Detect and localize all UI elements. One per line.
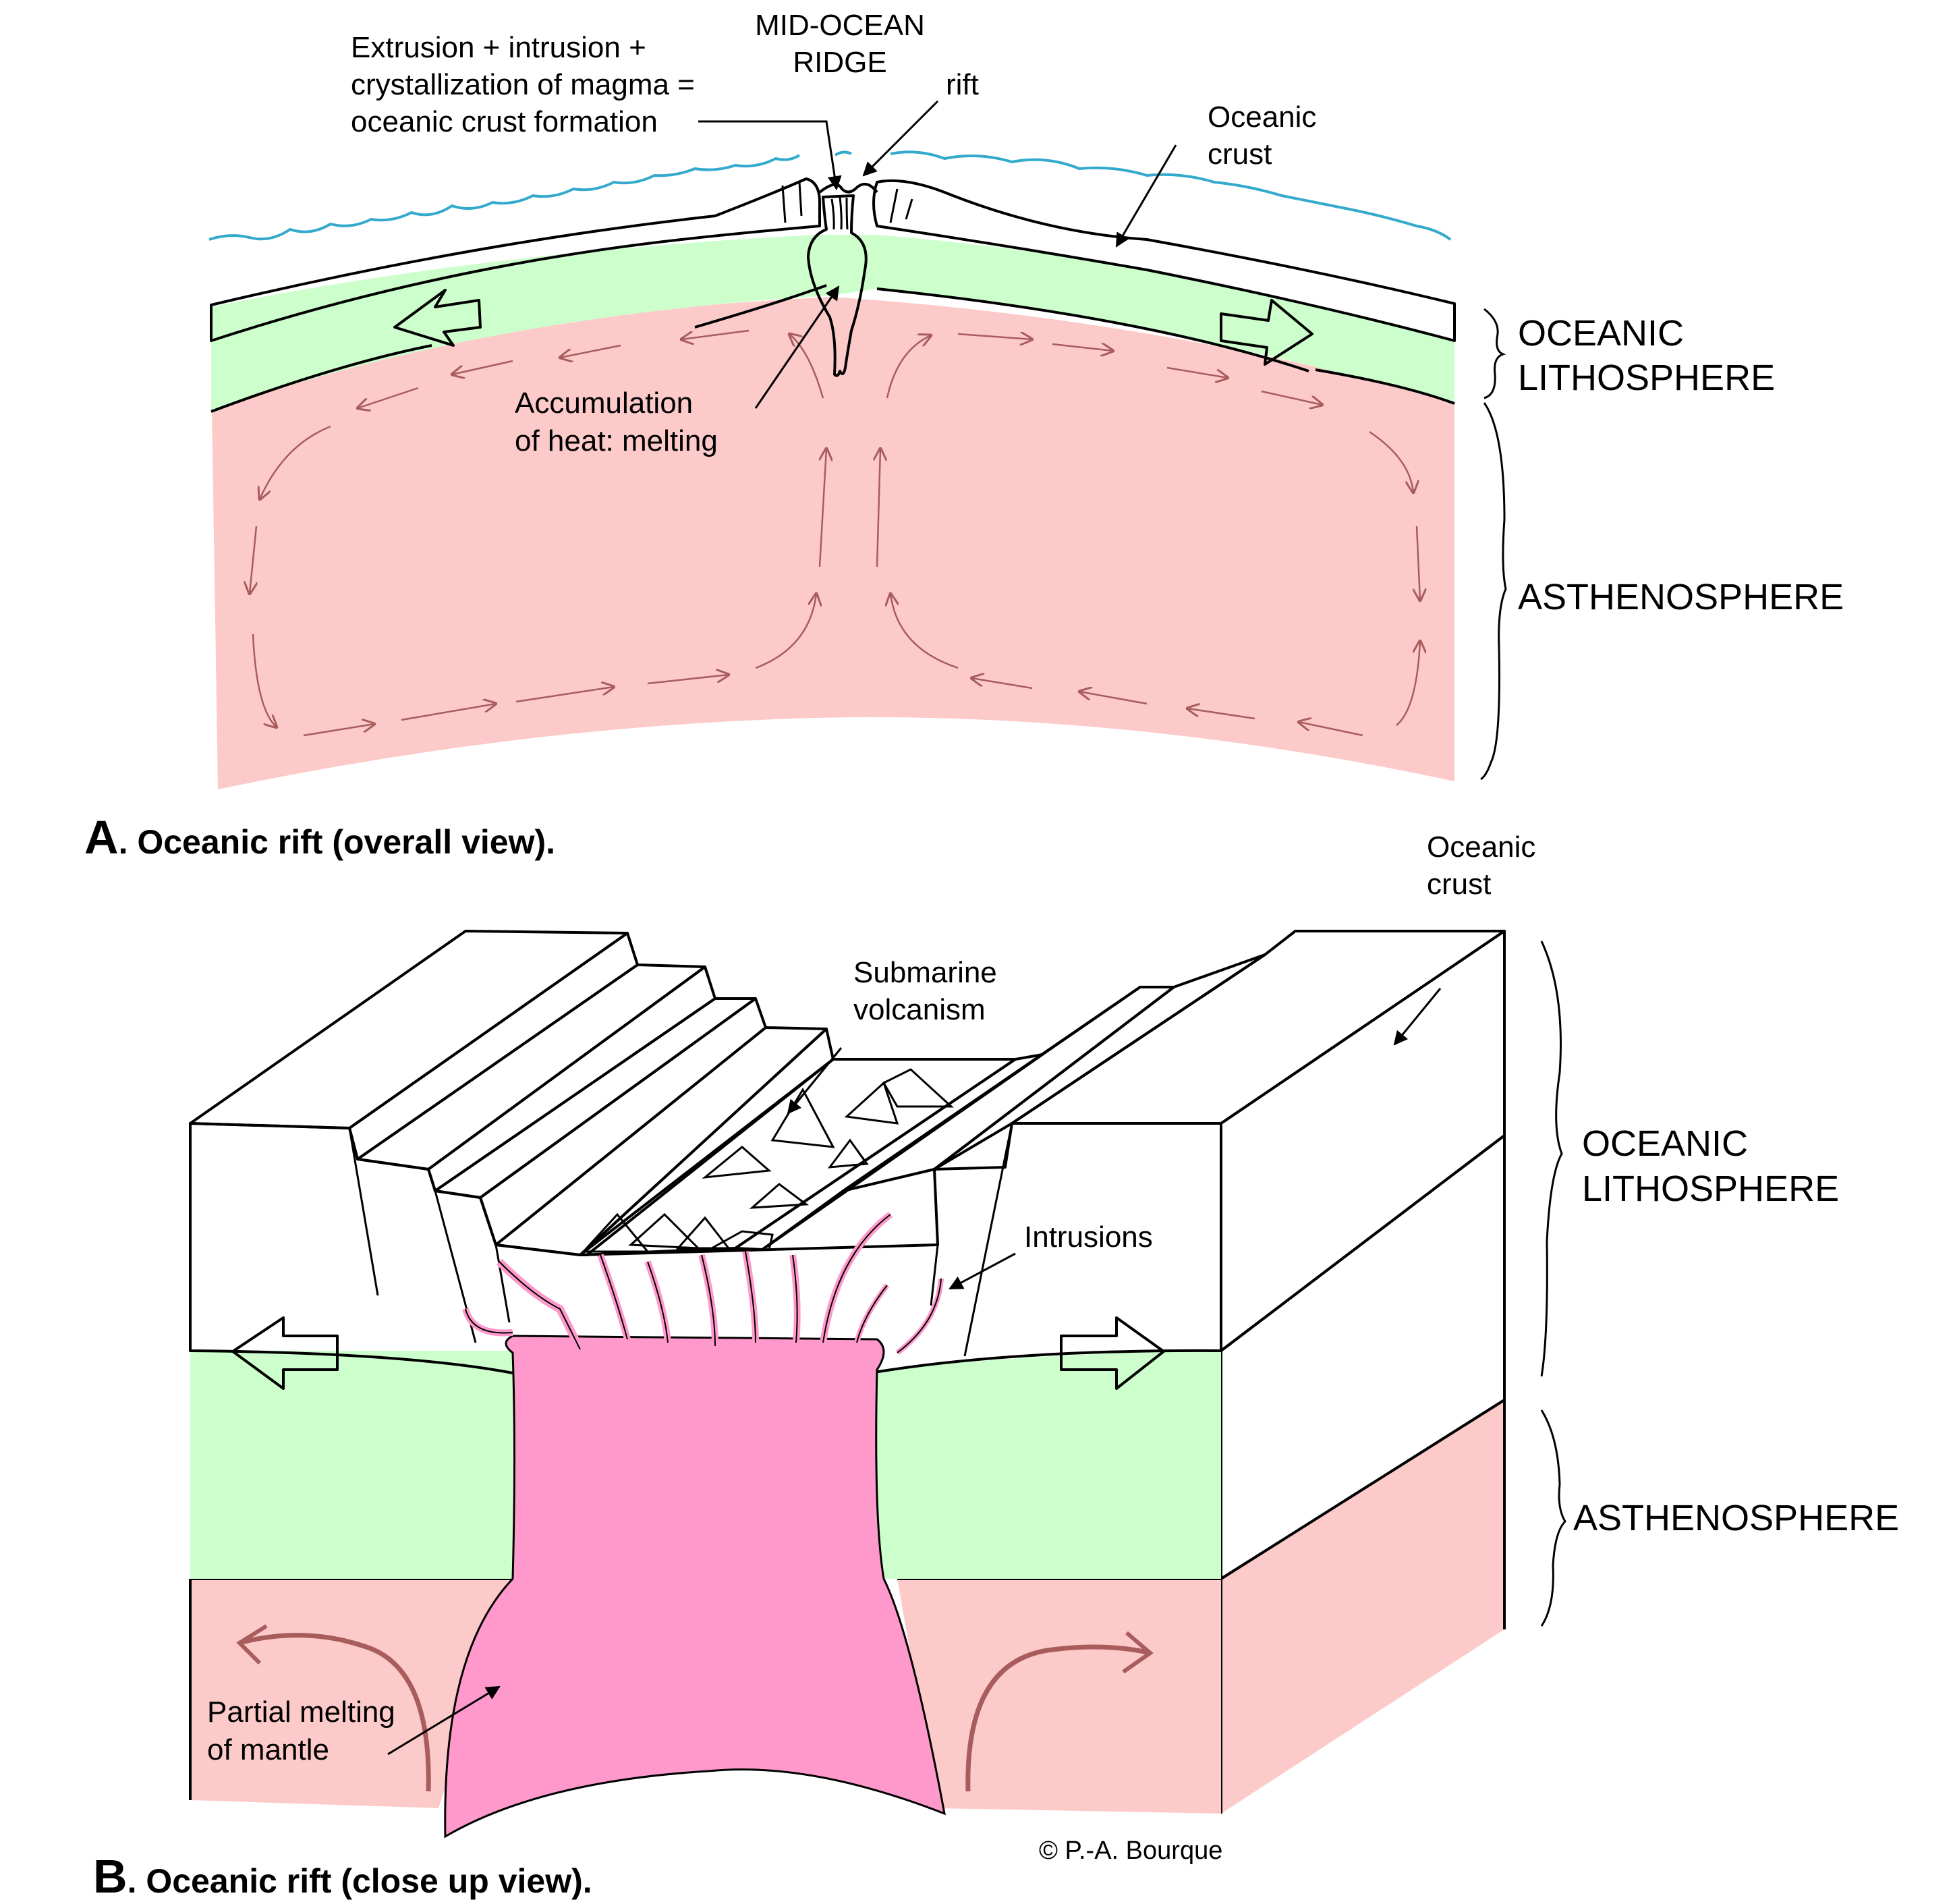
b-label-crust-1: Oceanic (1427, 831, 1535, 864)
a-label-crust-2: crust (1208, 138, 1272, 171)
a-label-lithosphere-1: OCEANIC (1518, 313, 1684, 354)
a-crust-right (872, 179, 1456, 342)
a-label-crust-1: Oceanic (1208, 101, 1316, 134)
a-label-extrusion-2: crystallization of magma = (351, 68, 695, 101)
b-flow-arrow-right (965, 1644, 1151, 1792)
a-asthenosphere-layer (211, 297, 1454, 789)
copyright: © P.-A. Bourque (1039, 1837, 1222, 1865)
a-label-rift: rift (946, 68, 979, 101)
a-magma-chamber (807, 194, 868, 377)
b-intrusions (462, 1212, 944, 1355)
b-label-asthenosphere: ASTHENOSPHERE (1573, 1498, 1899, 1538)
b-label-lithosphere-1: OCEANIC (1582, 1123, 1748, 1164)
b-side-face-astheno (1221, 1400, 1504, 1814)
a-label-extrusion-3: oceanic crust formation (351, 105, 658, 138)
b-label-intrusions: Intrusions (1024, 1221, 1153, 1254)
b-side-face-crust (1220, 930, 1506, 1352)
b-flow-arrow-left (239, 1633, 431, 1792)
a-crust-left (210, 177, 821, 342)
a-sea-surface (208, 150, 1452, 241)
a-lithosphere-brace (1483, 308, 1506, 399)
a-caption: A. Oceanic rift (overall view). (84, 811, 555, 864)
a-spreading-arrow-right (1220, 299, 1313, 366)
b-label-partial-1: Partial melting (207, 1696, 395, 1729)
b-label-partial-2: of mantle (207, 1733, 329, 1766)
b-label-crust-2: crust (1427, 868, 1491, 901)
part-b-close-up-view: Oceanic crust Submarine volcanism Intrus… (93, 831, 1899, 1903)
a-label-lithosphere-2: LITHOSPHERE (1518, 358, 1775, 398)
a-label-accum-2: of heat: melting (515, 424, 718, 457)
b-top-right-block (1011, 930, 1506, 1125)
b-asthenosphere-brace (1540, 1409, 1566, 1627)
b-label-lithosphere-2: LITHOSPHERE (1582, 1169, 1839, 1209)
a-label-accum-1: Accumulation (515, 387, 693, 420)
a-asthenosphere-brace (1480, 402, 1507, 781)
b-label-volcanism-2: volcanism (853, 993, 986, 1026)
b-front-mantle-left (190, 1351, 513, 1579)
part-a-overall-view: Extrusion + intrusion + crystallization … (84, 9, 1844, 864)
a-label-ridge-2: RIDGE (793, 46, 886, 79)
b-label-volcanism-1: Submarine (853, 956, 997, 989)
b-spreading-arrow-right (1060, 1316, 1165, 1390)
b-caption: B. Oceanic rift (close up view). (93, 1850, 592, 1903)
b-top-left-block (189, 930, 629, 1129)
b-submarine-volcanoes (581, 1068, 954, 1253)
a-lithospheric-mantle-layer (211, 235, 1454, 412)
a-convection-arrows (250, 329, 1420, 737)
b-front-astheno-right (897, 1579, 1221, 1814)
b-lithosphere-brace (1540, 941, 1563, 1377)
b-front-mantle-right (877, 1351, 1221, 1579)
a-spreading-arrow-left (393, 289, 482, 347)
a-label-extrusion-1: Extrusion + intrusion + (351, 31, 646, 64)
a-label-asthenosphere: ASTHENOSPHERE (1518, 577, 1844, 617)
b-spreading-arrow-left (231, 1316, 339, 1390)
a-label-ridge-1: MID-OCEAN (755, 9, 925, 42)
b-magma-column (444, 1335, 946, 1839)
